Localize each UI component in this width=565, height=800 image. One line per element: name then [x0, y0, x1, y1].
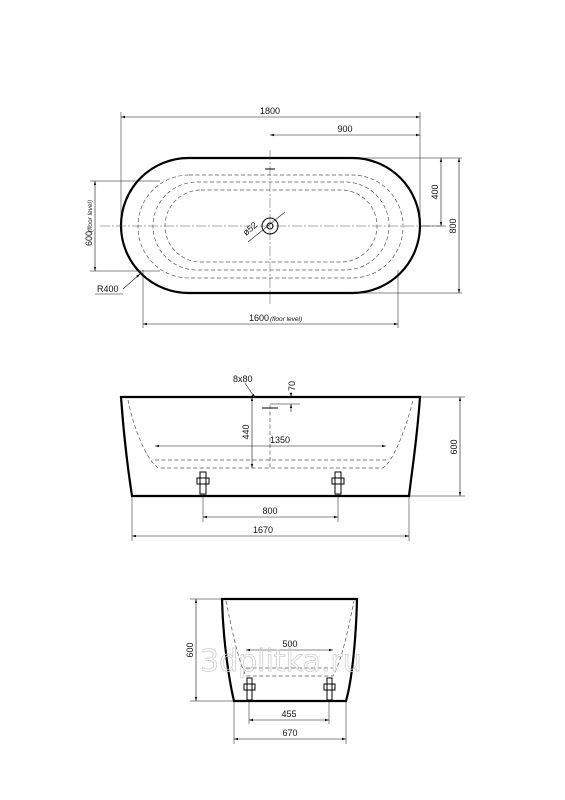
- foot-icon: [196, 471, 210, 495]
- side-view: 600 500 455 670: [185, 597, 359, 744]
- front-height-label: 600: [449, 439, 459, 454]
- top-view: ø52 1800 900 400 800 600 (floor level) R…: [84, 106, 462, 328]
- bathtub-front-outline: [119, 395, 422, 498]
- side-height-label: 600: [185, 642, 195, 657]
- foot-icon: [243, 677, 256, 701]
- drain-icon: [261, 217, 279, 235]
- base-length-label: 1670: [253, 525, 273, 535]
- floor-width-note: (floor level): [87, 200, 94, 232]
- floor-length-note: (floor level): [270, 316, 302, 323]
- side-feet-spacing-label: 455: [281, 709, 296, 719]
- bathtub-floor-outline: [137, 174, 404, 279]
- radius-label: R400: [97, 284, 119, 294]
- overall-length-label: 1800: [260, 106, 280, 116]
- foot-icon: [323, 677, 336, 701]
- inner-length-label: 1350: [270, 435, 290, 445]
- inner-depth-label: 440: [241, 424, 251, 439]
- front-feet-spacing-label: 800: [262, 506, 277, 516]
- half-length-label: 900: [337, 124, 352, 134]
- floor-length-label: 1600: [249, 313, 269, 323]
- half-width-label: 400: [430, 184, 440, 199]
- overflow-height-label: 70: [287, 381, 297, 391]
- overall-width-label: 800: [448, 218, 458, 233]
- floor-width-label: 600: [84, 231, 94, 246]
- watermark-logo: 3dplitka.ru: [200, 644, 362, 679]
- overflow-size-label: 8x80: [233, 374, 253, 384]
- foot-icon: [331, 471, 345, 495]
- inner-width-label: 500: [282, 639, 297, 649]
- bathtub-rim-outline: [119, 156, 422, 295]
- front-view: 8x80 70 440 1350 600 800 1670: [119, 374, 465, 541]
- base-width-label: 670: [282, 728, 297, 738]
